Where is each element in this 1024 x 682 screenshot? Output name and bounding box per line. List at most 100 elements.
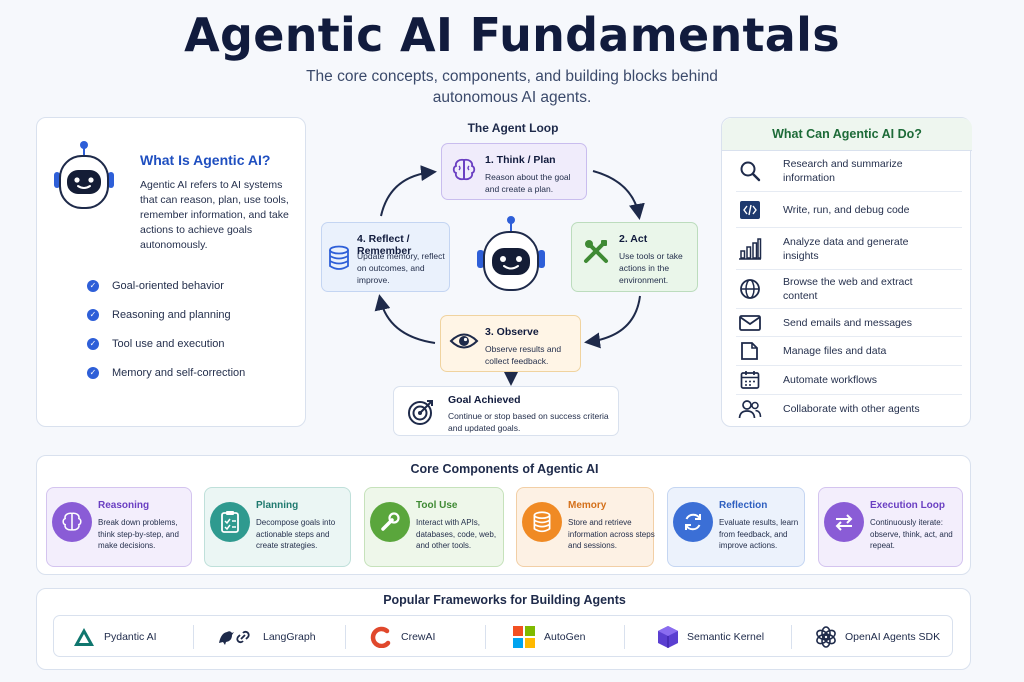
framework-pydantic-ai[interactable]: Pydantic AI [73,625,157,649]
crewai-logo-icon [370,626,391,648]
loop-step-observe: 3. Observe Observe results and collect f… [440,315,581,372]
what-is-description: Agentic AI refers to AI systems that can… [140,179,289,251]
step-description: Update memory, reflect on outcomes, and … [357,251,445,285]
component-card-tool-use: Tool Use Interact with APIs, databases, … [364,487,504,567]
check-item: ✓Memory and self-correction [87,358,245,387]
framework-langgraph[interactable]: LangGraph [217,625,316,649]
capability-item: Automate workflows [736,366,962,395]
goal-description: Continue or stop based on success criter… [448,411,609,433]
component-title: Memory [568,500,607,511]
what-is-title: What Is Agentic AI? [140,152,271,168]
check-icon: ✓ [87,279,99,292]
wrench-icon [370,502,410,542]
framework-autogen[interactable]: AutoGen [513,625,585,649]
users-icon [738,399,762,418]
component-description: Evaluate results, learn from feedback, a… [719,518,799,550]
component-description: Decompose goals into actionable steps an… [256,518,336,550]
divider [193,625,194,649]
agent-loop-title: The Agent Loop [467,121,559,135]
frameworks-title: Popular Frameworks for Building Agents [383,593,626,607]
database-icon [329,245,349,270]
calendar-icon [740,371,760,389]
step-description: Observe results and collect feedback. [485,344,562,366]
framework-crewai[interactable]: CrewAI [370,625,435,649]
component-description: Continuously iterate: observe, think, ac… [870,518,953,550]
feature-checklist: ✓Goal-oriented behavior ✓Reasoning and p… [87,271,245,387]
microsoft-logo-icon [513,626,535,648]
brain-icon [52,502,92,542]
step-description: Use tools or take actions in the environ… [619,251,683,285]
swap-arrows-icon [824,502,864,542]
database-icon [522,502,562,542]
core-components-title: Core Components of Agentic AI [410,462,599,476]
check-item: ✓Goal-oriented behavior [87,271,245,300]
component-title: Reflection [719,500,768,511]
frameworks-panel: Popular Frameworks for Building Agents P… [36,588,971,670]
capability-item: Write, run, and debug code [736,192,962,228]
loop-step-reflect: 4. Reflect / Remember Update memory, ref… [321,222,450,292]
frameworks-row: Pydantic AI LangGraph CrewAI AutoGen Sem… [53,615,953,657]
capability-item: Manage files and data [736,337,962,366]
openai-logo-icon [816,626,836,648]
component-card-planning: Planning Decompose goals into actionable… [204,487,351,567]
check-item: ✓Tool use and execution [87,329,245,358]
framework-openai-agents-sdk[interactable]: OpenAI Agents SDK [815,625,940,649]
component-description: Break down problems, think step-by-step,… [98,518,179,550]
semantic-kernel-logo-icon [658,626,678,648]
component-card-memory: Memory Store and retrieve information ac… [516,487,655,567]
component-card-reasoning: Reasoning Break down problems, think ste… [46,487,192,567]
capability-item: Send emails and messages [736,309,962,337]
refresh-icon [673,502,713,542]
clipboard-icon [210,502,250,542]
search-icon [740,161,761,182]
loop-step-act: 2. Act Use tools or take actions in the … [571,222,698,292]
component-description: Store and retrieve information across st… [568,518,655,550]
component-description: Interact with APIs, databases, code, web… [416,518,497,550]
pydantic-logo-icon [74,628,94,646]
what-is-panel: What Is Agentic AI? Agentic AI refers to… [36,117,306,427]
goal-title: Goal Achieved [448,394,521,406]
page-title: Agentic AI Fundamentals [184,8,840,62]
code-icon [740,200,760,219]
divider [485,625,486,649]
capability-item: Research and summarize information [736,151,962,192]
capabilities-panel: What Can Agentic AI Do? Research and sum… [721,117,972,427]
step-title: 2. Act [619,233,648,245]
component-title: Reasoning [98,500,150,511]
check-icon: ✓ [87,337,99,350]
target-icon [408,400,433,425]
check-icon: ✓ [87,366,99,379]
capability-item: Browse the web and extract content [736,270,962,309]
step-title: 3. Observe [485,326,539,338]
langgraph-logo-icon [219,630,250,645]
component-title: Tool Use [416,500,458,511]
component-card-reflection: Reflection Evaluate results, learn from … [667,487,805,567]
core-components-panel: Core Components of Agentic AI Reasoning … [36,455,971,575]
framework-semantic-kernel[interactable]: Semantic Kernel [657,625,764,649]
eye-icon [449,333,479,349]
step-title: 1. Think / Plan [485,154,556,166]
page-subtitle: The core concepts, components, and build… [306,68,718,106]
capability-item: Collaborate with other agents [736,395,962,422]
component-title: Planning [256,500,299,511]
goal-achieved-box: Goal Achieved Continue or stop based on … [393,386,619,436]
check-item: ✓Reasoning and planning [87,300,245,329]
capability-item: Analyze data and generate insights [736,228,962,270]
globe-icon [740,279,760,299]
mail-icon [739,314,761,331]
robot-icon [54,141,114,209]
step-description: Reason about the goal and create a plan. [485,172,571,194]
loop-step-think: 1. Think / Plan Reason about the goal an… [441,143,587,200]
component-card-execution-loop: Execution Loop Continuously iterate: obs… [818,487,963,567]
tools-icon [584,240,608,263]
center-robot-icon [477,216,545,291]
bar-chart-icon [739,237,762,260]
capabilities-title: What Can Agentic AI Do? [722,118,972,151]
divider [624,625,625,649]
folder-icon [741,342,758,360]
component-title: Execution Loop [870,500,945,511]
divider [345,625,346,649]
check-icon: ✓ [87,308,99,321]
brain-icon [452,158,476,181]
